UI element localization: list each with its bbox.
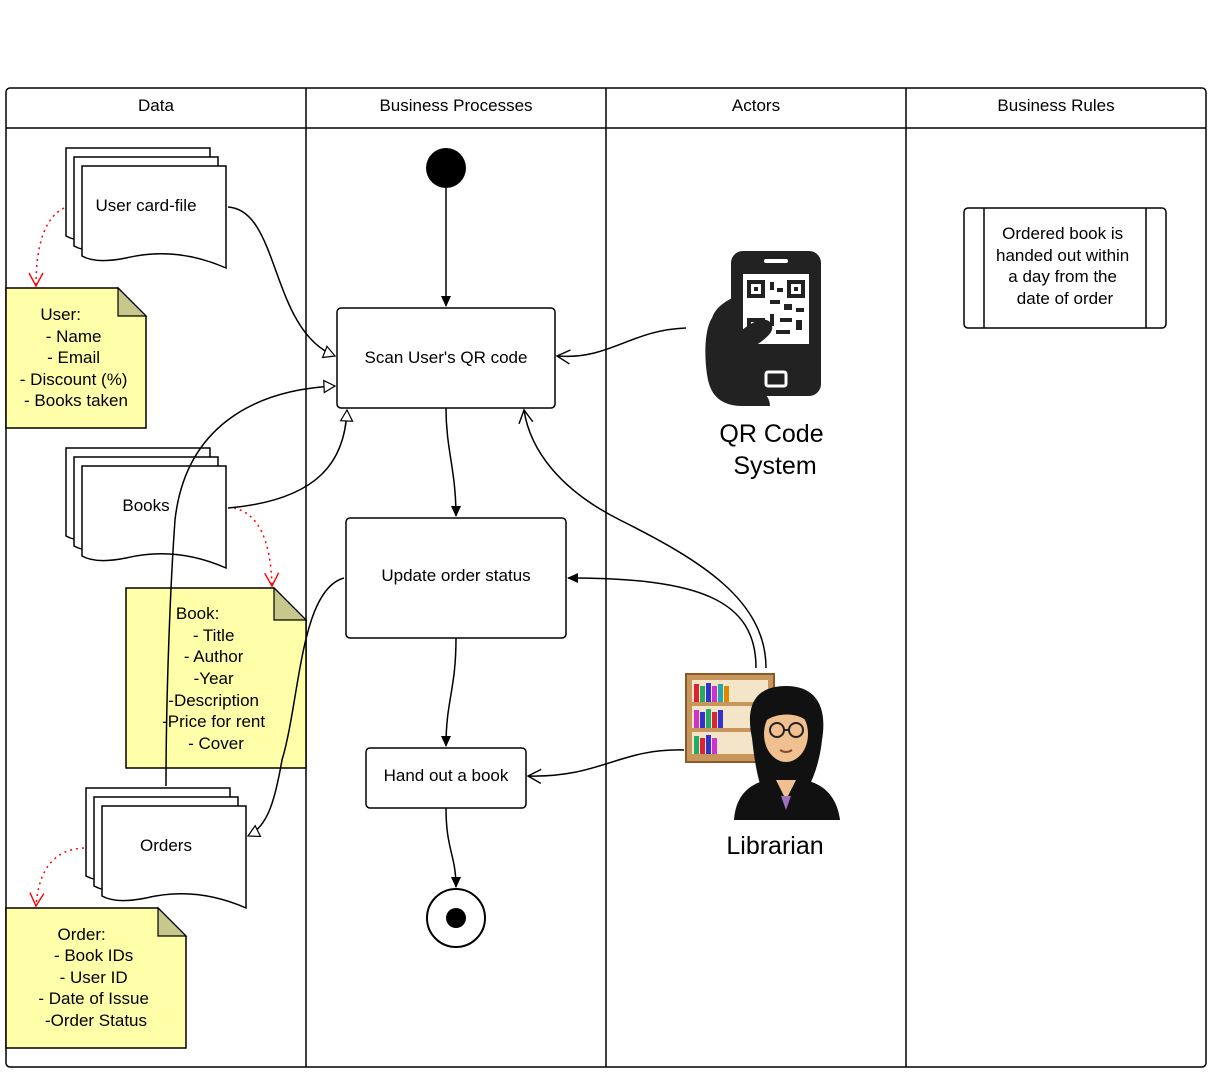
- activity-scan-qr[interactable]: Scan User's QR code: [336, 307, 556, 409]
- activity-label: Scan User's QR code: [365, 348, 528, 367]
- activity-update-order[interactable]: Update order status: [345, 517, 567, 639]
- business-rule-box[interactable]: Ordered book is handed out within a day …: [963, 207, 1167, 329]
- note-order[interactable]: Order: - Book IDs - User ID - Date of Is…: [5, 906, 188, 1049]
- dependency-books-to-note: [233, 507, 280, 588]
- data-object-user-card-file[interactable]: User card-file: [65, 147, 227, 270]
- lane-header-business-processes: Business Processes: [379, 96, 532, 115]
- association-orders-to-scan: [165, 386, 335, 787]
- dependency-orders-to-note: [29, 847, 85, 908]
- business-rule-text: Ordered book is handed out within a day …: [996, 224, 1134, 308]
- lane-header-business-rules: Business Rules: [997, 96, 1114, 115]
- lane-header-data: Data: [138, 96, 174, 115]
- flow-handout-to-end: [445, 807, 461, 888]
- note-text: Order: - Book IDs - User ID - Date of Is…: [38, 925, 153, 1030]
- start-node[interactable]: [426, 148, 466, 188]
- flow-scan-to-update: [445, 407, 461, 517]
- flow-librarian-to-scan: [518, 408, 767, 669]
- flow-qr-system-to-scan: [555, 327, 687, 365]
- actor-label-librarian: Librarian: [726, 832, 823, 860]
- note-user[interactable]: User: - Name - Email - Discount (%) - Bo…: [5, 286, 148, 429]
- note-book[interactable]: Book: - Title - Author -Year -Descriptio…: [125, 586, 308, 769]
- actor-label-qr-system: QR Code System: [719, 420, 830, 480]
- data-object-label: Orders: [140, 836, 192, 855]
- activity-hand-out[interactable]: Hand out a book: [365, 747, 527, 809]
- qr-phone-icon[interactable]: [705, 251, 821, 406]
- data-object-label: User card-file: [95, 196, 196, 215]
- data-object-label: Books: [122, 496, 169, 515]
- note-text: User: - Name - Email - Discount (%) - Bo…: [20, 305, 132, 410]
- data-object-books[interactable]: Books: [65, 447, 227, 570]
- flow-update-to-handout: [441, 637, 457, 747]
- flow-librarian-to-handout: [526, 749, 685, 784]
- lane-header-actors: Actors: [732, 96, 780, 115]
- association-user-card-to-scan: [227, 206, 335, 356]
- association-update-to-orders: [248, 577, 345, 836]
- dependency-user-card-to-note: [28, 207, 65, 288]
- librarian-icon[interactable]: [685, 673, 840, 820]
- data-object-orders[interactable]: Orders: [85, 787, 247, 910]
- note-text: Book: - Title - Author -Year -Descriptio…: [162, 604, 270, 753]
- flow-librarian-to-update: [567, 573, 757, 669]
- end-node[interactable]: [426, 888, 486, 948]
- activity-label: Update order status: [381, 566, 530, 585]
- association-books-to-scan: [227, 410, 347, 509]
- activity-label: Hand out a book: [384, 766, 509, 785]
